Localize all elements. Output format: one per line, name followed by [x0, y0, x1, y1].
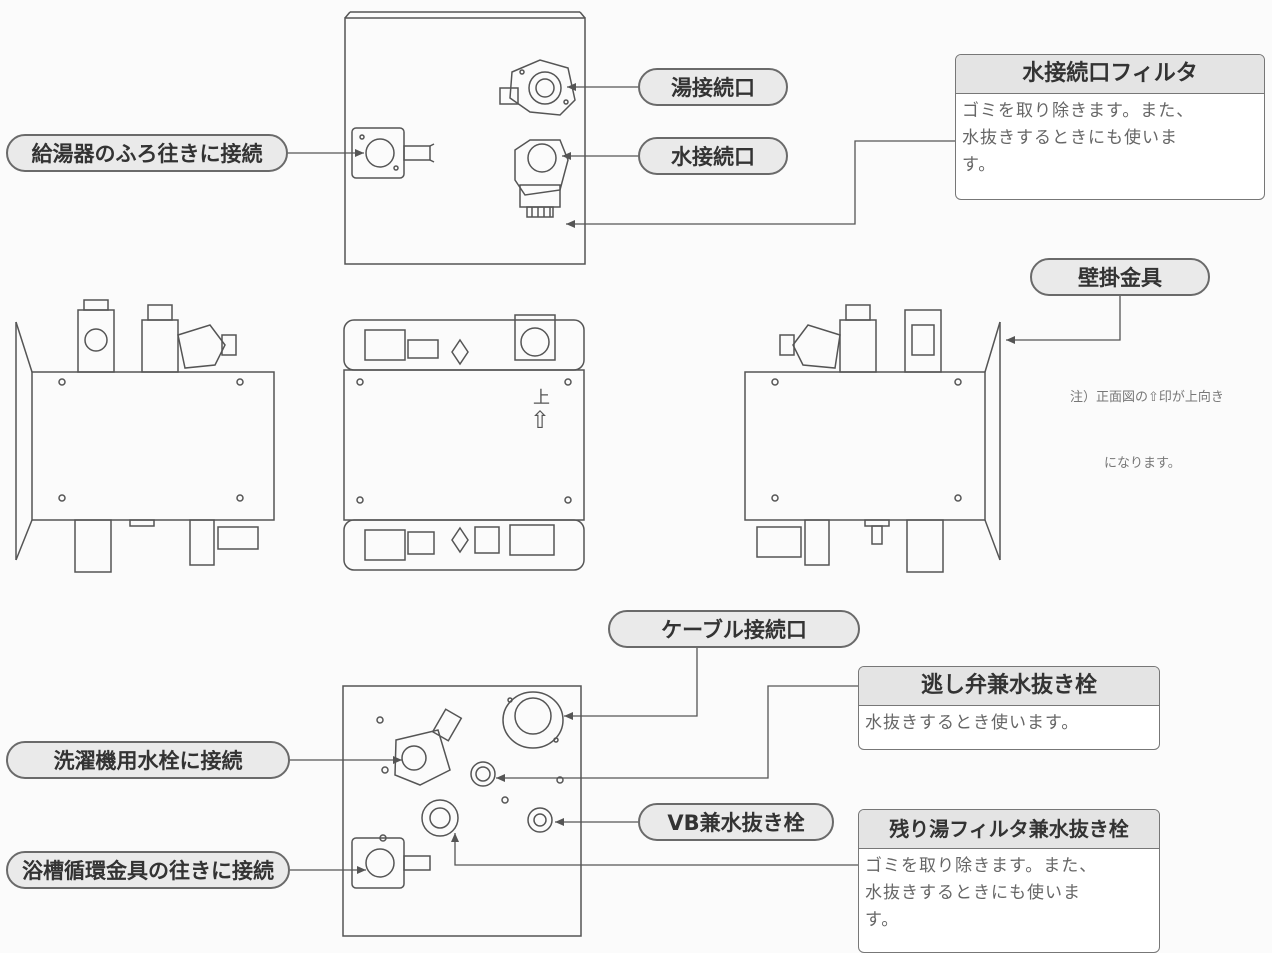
up-label: 上	[533, 388, 550, 408]
washer-faucet-label: 洗濯機用水栓に接続	[6, 741, 290, 779]
water-filter-text-3: す。	[962, 155, 997, 175]
left-side-view	[15, 299, 275, 573]
leader-lines	[287, 83, 1121, 874]
water-filter-title: 水接続口フィルタ	[956, 55, 1264, 94]
relief-valve-box: 逃し弁兼水抜き栓 水抜きするとき使います。	[858, 666, 1160, 750]
hot-water-port-label: 湯接続口	[638, 68, 788, 106]
water-filter-text-2: 水抜きするときにも使いま	[962, 128, 1178, 148]
top-view-panel	[344, 11, 586, 265]
remaining-filter-text-2: 水抜きするときにも使いま	[865, 883, 1081, 903]
up-arrow-icon: ⇧	[530, 406, 551, 434]
cold-water-port-label: 水接続口	[638, 137, 788, 175]
vb-drain-label: VB兼水抜き栓	[638, 803, 834, 841]
note-line-2: になります。	[1104, 456, 1181, 471]
bottom-view-panel	[342, 685, 582, 937]
remaining-filter-box: 残り湯フィルタ兼水抜き栓 ゴミを取り除きます。また、 水抜きするときにも使いま …	[858, 809, 1160, 953]
front-view	[343, 314, 585, 571]
remaining-filter-text-1: ゴミを取り除きます。また、	[865, 856, 1098, 876]
remaining-filter-text-3: す。	[865, 910, 900, 930]
right-side-view	[744, 304, 1001, 573]
cable-port-label: ケーブル接続口	[608, 610, 860, 648]
heater-bath-out-label: 給湯器のふろ往きに接続	[6, 134, 288, 172]
remaining-filter-title: 残り湯フィルタ兼水抜き栓	[859, 810, 1159, 849]
note-line-1: 注）正面図の⇧印が上向き	[1070, 390, 1224, 405]
water-filter-box: 水接続口フィルタ ゴミを取り除きます。また、 水抜きするときにも使いま す。	[955, 54, 1265, 200]
wall-bracket-label: 壁掛金具	[1030, 258, 1210, 296]
water-filter-text-1: ゴミを取り除きます。また、	[962, 101, 1195, 121]
relief-valve-text-1: 水抜きするとき使います。	[865, 713, 1080, 733]
tub-fitting-out-label: 浴槽循環金具の往きに接続	[6, 851, 290, 889]
relief-valve-title: 逃し弁兼水抜き栓	[859, 667, 1159, 706]
